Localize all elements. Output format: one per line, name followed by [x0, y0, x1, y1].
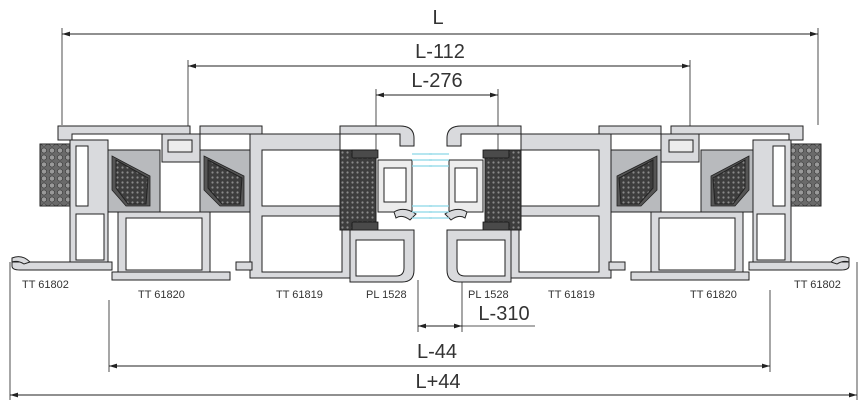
profile-left-half — [11, 125, 432, 283]
dim-label-L-310: L-310 — [478, 303, 529, 325]
part-label: TT 61802 — [22, 279, 69, 291]
part-label: PL 1528 — [366, 289, 407, 301]
part-label: TT 61820 — [690, 289, 737, 301]
part-label: TT 61820 — [138, 289, 185, 301]
dim-label-L: L — [432, 7, 443, 29]
part-label: PL 1528 — [468, 289, 509, 301]
profile-right-half — [429, 125, 850, 283]
insulation-pack — [39, 143, 71, 207]
dim-label-L-44-minus: L-44 — [417, 341, 457, 363]
part-label: TT 61819 — [548, 289, 595, 301]
dim-label-L-112: L-112 — [415, 41, 465, 63]
dimension-lines — [9, 28, 858, 400]
dim-label-L-276: L-276 — [411, 70, 462, 92]
part-label: TT 61819 — [276, 289, 323, 301]
dim-label-L-44-plus: L+44 — [415, 371, 460, 393]
part-label: TT 61802 — [794, 279, 841, 291]
